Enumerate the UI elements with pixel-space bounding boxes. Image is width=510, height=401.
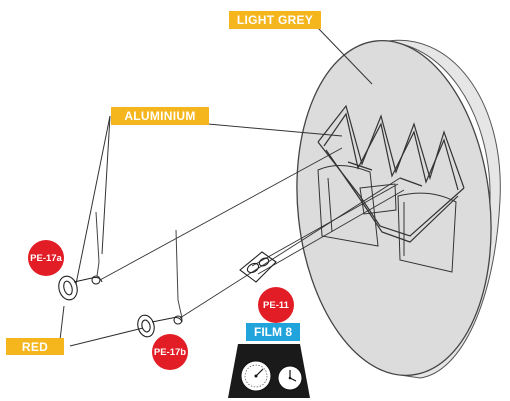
badge-pe-17a: PE-17a [28,240,64,276]
instrument-panel [228,344,310,398]
aluminium-rods [95,211,183,319]
label-film: FILM 8 [246,323,300,341]
clock-icon [277,365,303,391]
leader-lines [59,27,373,347]
rod-17a [95,211,100,277]
window-center [359,183,397,215]
window-left [317,165,379,247]
gauge-icon [240,360,272,392]
rod-17b [175,229,183,319]
label-light-grey: LIGHT GREY [229,11,321,29]
part-pe-11 [239,251,277,283]
label-red: RED [6,338,64,355]
panel-face [296,39,492,377]
label-aluminium: ALUMINIUM [111,107,209,125]
badge-pe-17b: PE-17b [152,334,188,370]
part-pe-17b [137,314,183,338]
guide-lines [99,147,405,319]
panel-edge [381,39,501,379]
aluminium-frame [317,104,465,243]
panel-windows [317,165,457,273]
part-pe-17a [58,275,103,301]
window-right [397,192,457,273]
badge-pe-11: PE-11 [258,287,294,323]
round-panel [296,39,501,379]
